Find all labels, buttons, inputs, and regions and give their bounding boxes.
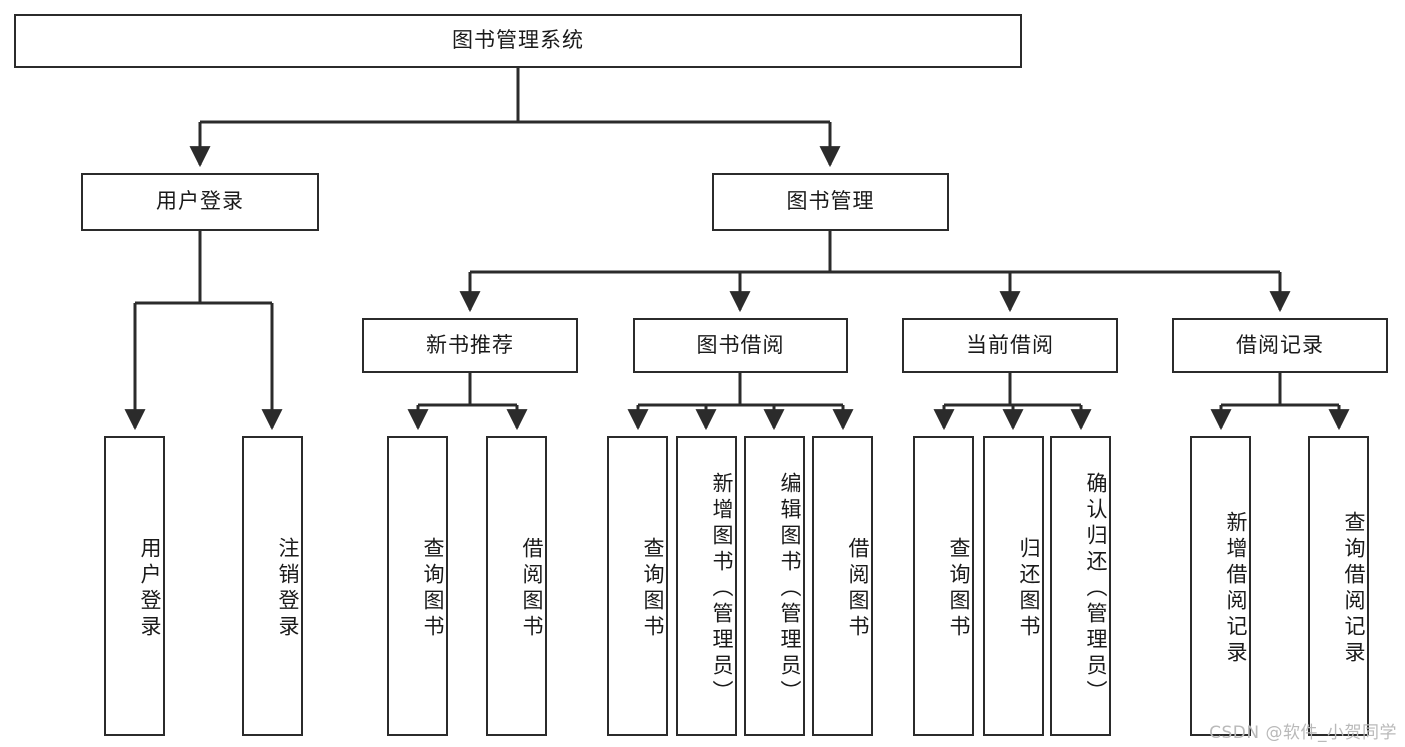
node-book-manage[interactable]: 图书管理 xyxy=(712,173,949,231)
node-book-borrow[interactable]: 图书借阅 xyxy=(633,318,848,373)
node-leaf-current-query-book[interactable]: 查询图书 xyxy=(913,436,974,736)
node-user-login[interactable]: 用户登录 xyxy=(81,173,319,231)
node-leaf-borrow-query-book[interactable]: 查询图书 xyxy=(607,436,668,736)
node-leaf-borrow-borrow-book[interactable]: 借阅图书 xyxy=(812,436,873,736)
node-new-book-recommend[interactable]: 新书推荐 xyxy=(362,318,578,373)
node-root-label: 图书管理系统 xyxy=(452,28,584,53)
node-leaf-record-query[interactable]: 查询借阅记录 xyxy=(1308,436,1369,736)
node-current-borrow[interactable]: 当前借阅 xyxy=(902,318,1118,373)
node-leaf-record-query-label: 查询借阅记录 xyxy=(1342,511,1366,667)
node-leaf-borrow-borrow-book-label: 借阅图书 xyxy=(846,537,870,641)
node-leaf-recommend-query-book-label: 查询图书 xyxy=(421,537,445,641)
node-root[interactable]: 图书管理系统 xyxy=(14,14,1022,68)
node-leaf-current-return-book-label: 归还图书 xyxy=(1017,537,1041,641)
node-leaf-borrow-add-book[interactable]: 新增图书（管理员） xyxy=(676,436,737,736)
node-leaf-user-login-label: 用户登录 xyxy=(138,537,162,641)
node-current-borrow-label: 当前借阅 xyxy=(966,332,1054,357)
node-leaf-current-query-book-label: 查询图书 xyxy=(947,537,971,641)
node-leaf-current-confirm-return[interactable]: 确认归还（管理员） xyxy=(1050,436,1111,736)
node-book-borrow-label: 图书借阅 xyxy=(696,332,785,357)
node-borrow-record-label: 借阅记录 xyxy=(1236,332,1324,357)
node-leaf-recommend-query-book[interactable]: 查询图书 xyxy=(387,436,448,736)
node-borrow-record[interactable]: 借阅记录 xyxy=(1172,318,1388,373)
node-leaf-current-confirm-return-label: 确认归还（管理员） xyxy=(1084,472,1108,706)
node-user-login-label: 用户登录 xyxy=(156,189,244,214)
node-leaf-user-logout[interactable]: 注销登录 xyxy=(242,436,303,736)
node-leaf-borrow-add-book-label: 新增图书（管理员） xyxy=(710,472,734,706)
node-new-book-recommend-label: 新书推荐 xyxy=(426,332,514,357)
node-leaf-record-add[interactable]: 新增借阅记录 xyxy=(1190,436,1251,736)
node-book-manage-label: 图书管理 xyxy=(786,189,875,214)
node-leaf-borrow-edit-book-label: 编辑图书（管理员） xyxy=(778,472,802,706)
node-leaf-recommend-borrow-book-label: 借阅图书 xyxy=(520,537,544,641)
node-leaf-user-logout-label: 注销登录 xyxy=(276,537,300,641)
node-leaf-recommend-borrow-book[interactable]: 借阅图书 xyxy=(486,436,547,736)
node-leaf-record-add-label: 新增借阅记录 xyxy=(1224,511,1248,667)
node-leaf-borrow-query-book-label: 查询图书 xyxy=(641,537,665,641)
node-leaf-current-return-book[interactable]: 归还图书 xyxy=(983,436,1044,736)
node-leaf-user-login[interactable]: 用户登录 xyxy=(104,436,165,736)
node-leaf-borrow-edit-book[interactable]: 编辑图书（管理员） xyxy=(744,436,805,736)
